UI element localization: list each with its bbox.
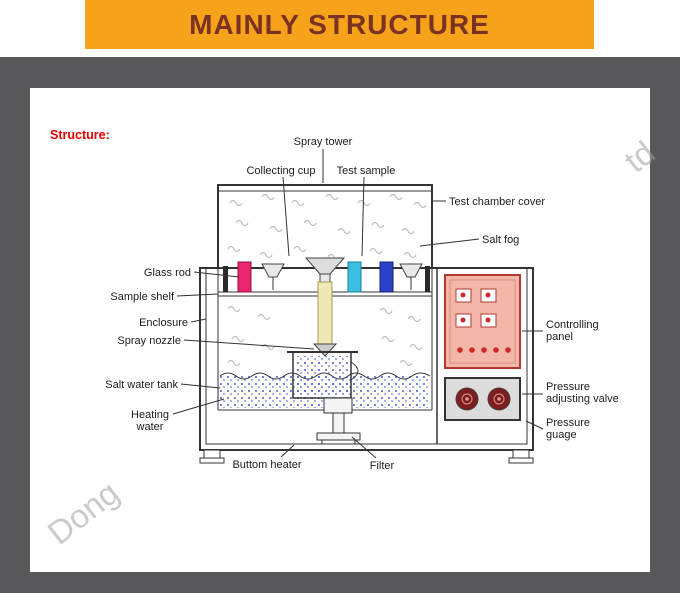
label-filter: Filter	[370, 460, 395, 472]
title-banner: MAINLY STRUCTURE	[85, 0, 594, 49]
label-heating-water-line1: Heating	[131, 409, 169, 421]
label-spray-tower: Spray tower	[294, 136, 353, 148]
structure-diagram: Structure:	[50, 128, 619, 472]
control-panel-shape	[444, 274, 521, 369]
collecting-cup-right	[399, 263, 423, 290]
label-pressure-guage-line1: Pressure	[546, 417, 590, 429]
label-test-chamber-cover: Test chamber cover	[449, 196, 545, 208]
label-controlling-panel-line2: panel	[546, 331, 573, 343]
test-sample-blue	[379, 261, 394, 293]
glass-rod-shape	[237, 261, 252, 293]
label-pressure-guage-line2: guage	[546, 429, 577, 441]
label-salt-water-tank: Salt water tank	[105, 379, 178, 391]
label-pressure-valve-line2: adjusting valve	[546, 393, 619, 405]
test-sample-cyan	[347, 261, 362, 293]
label-heating-water-line2: water	[136, 421, 164, 433]
filter-beaker	[287, 351, 359, 399]
pointer-lines	[172, 149, 544, 459]
label-test-sample: Test sample	[337, 165, 396, 177]
test-chamber-outline	[217, 184, 433, 268]
chamber-legs	[199, 449, 534, 464]
label-sample-shelf: Sample shelf	[110, 291, 175, 303]
label-glass-rod: Glass rod	[144, 267, 191, 279]
label-buttom-heater: Buttom heater	[232, 459, 301, 471]
pressure-valve-shape	[444, 377, 521, 421]
label-collecting-cup: Collecting cup	[246, 165, 315, 177]
pump-assembly	[316, 397, 361, 444]
label-enclosure: Enclosure	[139, 317, 188, 329]
page-title: MAINLY STRUCTURE	[189, 8, 490, 40]
label-spray-nozzle: Spray nozzle	[117, 335, 181, 347]
diagram-heading: Structure:	[50, 128, 110, 142]
label-pressure-valve-line1: Pressure	[546, 381, 590, 393]
label-controlling-panel-line1: Controlling	[546, 319, 599, 331]
collecting-cup-left	[261, 263, 285, 290]
diagram-panel: Structure:	[30, 88, 662, 572]
content-background: Structure:	[0, 57, 680, 593]
spray-tower-tube	[304, 257, 346, 345]
spray-nozzle-shape	[312, 343, 338, 357]
label-salt-fog: Salt fog	[482, 234, 519, 246]
